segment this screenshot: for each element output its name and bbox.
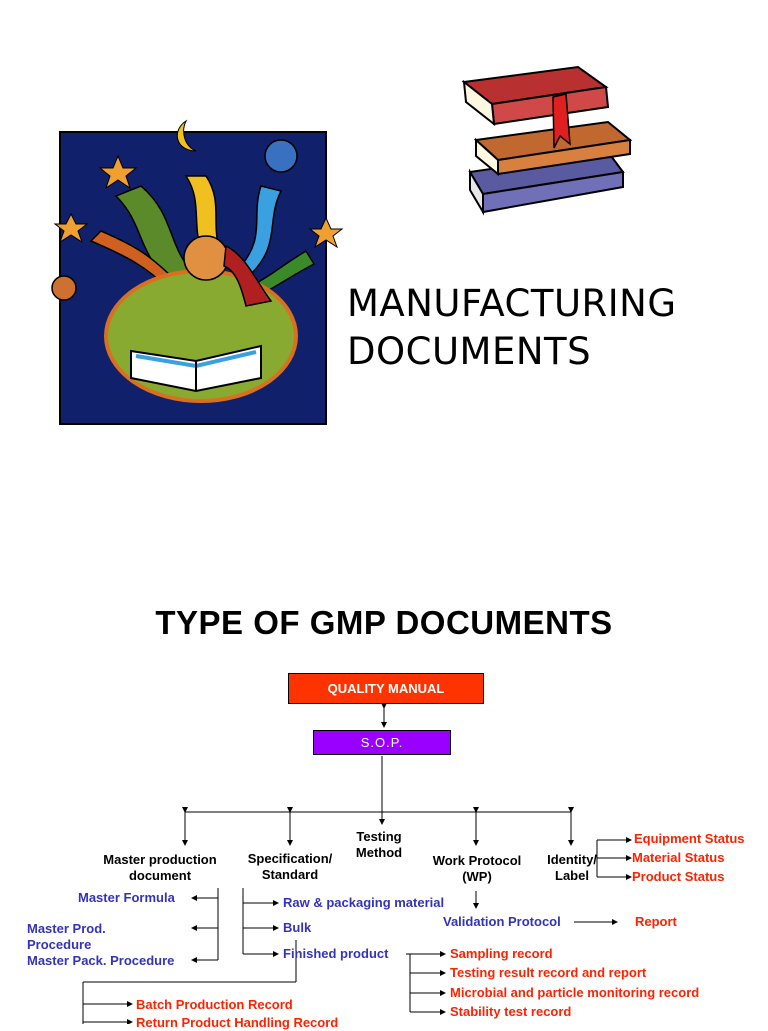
master-formula-item: Master Formula	[78, 890, 175, 905]
finished-product-item: Finished product	[283, 946, 389, 961]
sop-box: S.O.P.	[313, 730, 451, 755]
return-product-handling-record-item: Return Product Handling Record	[136, 1015, 339, 1030]
master-production-label: Master production document	[103, 852, 217, 883]
quality-manual-box: QUALITY MANUAL	[288, 673, 484, 704]
bulk-item: Bulk	[283, 920, 312, 935]
validation-protocol-item: Validation Protocol	[443, 914, 561, 929]
testing-method-label: Testing Method	[355, 829, 403, 860]
product-status-item: Product Status	[632, 869, 725, 884]
slide-title-gmp-documents: TYPE OF GMP DOCUMENTS	[155, 604, 613, 641]
reading-person-icon	[51, 119, 344, 425]
slide-title-manufacturing-documents: MANUFACTURING DOCUMENTS	[347, 280, 677, 376]
identity-label: Identity/ Label	[547, 852, 597, 883]
testing-result-record-item: Testing result record and report	[450, 965, 647, 980]
batch-production-record-item: Batch Production Record	[136, 997, 293, 1012]
master-pack-procedure-item: Master Pack. Procedure	[27, 953, 175, 968]
title-line-2: DOCUMENTS	[347, 330, 592, 373]
microbial-monitoring-record-item: Microbial and particle monitoring record	[450, 985, 700, 1000]
raw-packaging-item: Raw & packaging material	[283, 895, 445, 910]
sampling-record-item: Sampling record	[450, 946, 553, 961]
book-stack-icon	[461, 65, 633, 216]
specification-label: Specification/ Standard	[247, 851, 333, 882]
reading-person-clipart	[46, 116, 346, 431]
stability-test-record-item: Stability test record	[450, 1004, 572, 1019]
equipment-status-item: Equipment Status	[634, 831, 745, 846]
material-status-item: Material Status	[632, 850, 725, 865]
work-protocol-label: Work Protocol (WP)	[432, 853, 522, 884]
book-stack-clipart	[458, 62, 648, 224]
title-line-1: MANUFACTURING	[347, 282, 677, 325]
master-prod-procedure-item: Master Prod. Procedure	[27, 921, 106, 952]
report-item: Report	[635, 914, 677, 929]
